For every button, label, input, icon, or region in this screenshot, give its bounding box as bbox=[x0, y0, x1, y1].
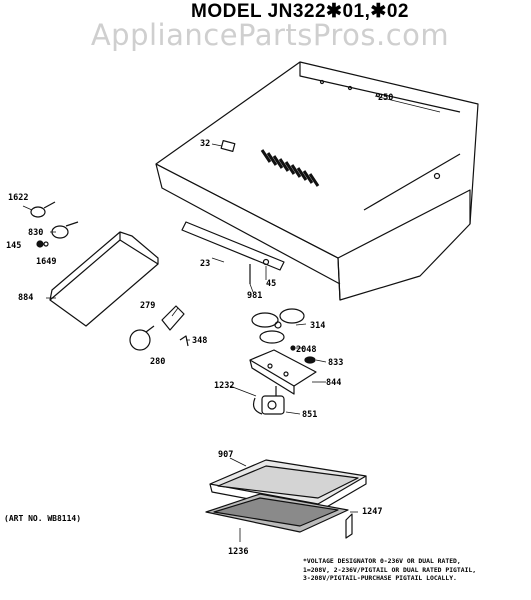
callout-1247: 1247 bbox=[362, 507, 382, 517]
motor-bracket bbox=[249, 349, 317, 387]
callout-23: 23 bbox=[200, 259, 210, 269]
callout-1236: 1236 bbox=[228, 547, 248, 557]
callout-348: 348 bbox=[192, 336, 207, 346]
lamp-parts bbox=[129, 305, 189, 351]
callout-907: 907 bbox=[218, 450, 233, 460]
mount-strip bbox=[181, 221, 285, 271]
model-title: MODEL JN322✱01,✱02 bbox=[191, 1, 409, 22]
callout-981: 981 bbox=[247, 291, 262, 301]
filter-clip bbox=[345, 513, 353, 539]
grease-filter bbox=[209, 459, 367, 513]
callout-2048: 2048 bbox=[296, 345, 316, 355]
callout-844: 844 bbox=[326, 378, 341, 388]
footnote-line-3: 3-208V/PIGTAIL-PURCHASE PIGTAIL LOCALLY. bbox=[303, 574, 457, 582]
switch-assembly bbox=[30, 201, 79, 248]
callout-32: 32 bbox=[200, 139, 210, 149]
hood-part bbox=[155, 61, 479, 301]
callout-1622: 1622 bbox=[8, 193, 28, 203]
callout-279: 279 bbox=[140, 301, 155, 311]
callout-145: 145 bbox=[6, 241, 21, 251]
voltage-footnote: *VOLTAGE DESIGNATOR 0-236V OR DUAL RATED… bbox=[303, 557, 529, 583]
callout-830: 830 bbox=[28, 228, 43, 238]
callout-1649: 1649 bbox=[36, 257, 56, 267]
footnote-line-2: 1=208V, 2-236V/PIGTAIL OR DUAL RATED PIG… bbox=[303, 565, 477, 574]
watermark: AppliancePartsPros.com bbox=[90, 18, 450, 52]
motor bbox=[252, 386, 285, 415]
callout-280: 280 bbox=[150, 357, 165, 367]
grille bbox=[205, 493, 349, 533]
art-number: (ART NO. WB8114) bbox=[4, 514, 82, 523]
light-bracket bbox=[49, 239, 159, 327]
callout-833: 833 bbox=[328, 358, 343, 368]
callout-884: 884 bbox=[18, 293, 33, 303]
callout-1232: 1232 bbox=[214, 381, 234, 391]
footnote-line-1: *VOLTAGE DESIGNATOR 0-236V OR DUAL RATED… bbox=[303, 557, 461, 565]
callout-250: 250 bbox=[378, 93, 393, 103]
fan-blade bbox=[251, 308, 305, 344]
callout-851: 851 bbox=[302, 410, 317, 420]
callout-314: 314 bbox=[310, 321, 325, 331]
callout-45: 45 bbox=[266, 279, 276, 289]
